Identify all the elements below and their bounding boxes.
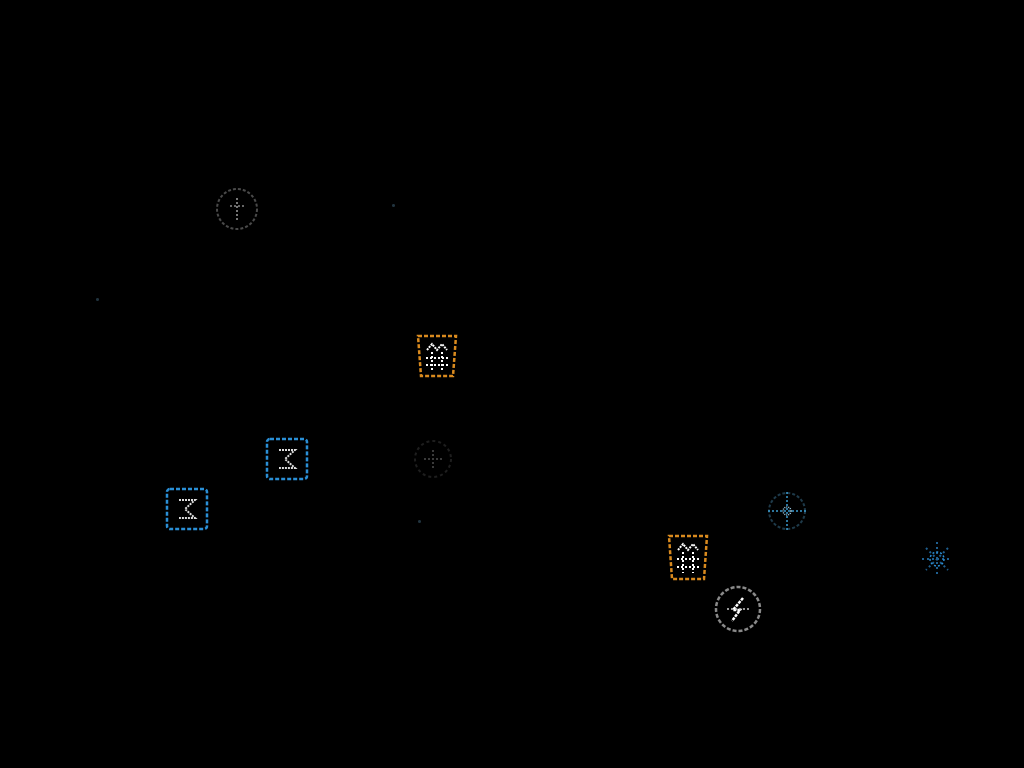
dark-ring-unit[interactable]: [410, 436, 456, 482]
bolt-glyph-icon: [714, 585, 762, 633]
dust-speck: [392, 204, 395, 207]
blue-square-unit[interactable]: [265, 437, 309, 481]
sparkle-icon: [922, 542, 952, 576]
orange-shield-unit[interactable]: [414, 332, 460, 378]
dust-speck: [96, 298, 99, 301]
crosshair-icon: [768, 492, 806, 530]
blue-sparkle-unit[interactable]: [914, 536, 960, 582]
ring-glyph-icon: [216, 188, 258, 230]
blue-square-unit[interactable]: [165, 487, 209, 531]
crown-grid-icon: [667, 534, 709, 581]
gray-ring-unit[interactable]: [214, 186, 260, 232]
dim-glyph-icon: [414, 440, 452, 478]
gray-ring-unit[interactable]: [713, 584, 763, 634]
orange-shield-unit[interactable]: [665, 532, 711, 582]
dust-speck: [418, 520, 421, 523]
cross-glyph-icon: [165, 487, 209, 531]
teal-ring-unit[interactable]: [764, 488, 810, 534]
crown-grid-icon: [416, 334, 458, 378]
cross-glyph-icon: [265, 437, 309, 481]
